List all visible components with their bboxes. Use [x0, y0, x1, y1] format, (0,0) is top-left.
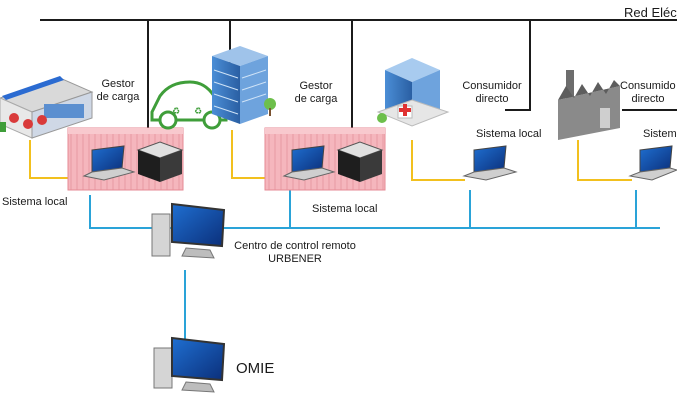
control-center-label-line2: URBENER [268, 253, 322, 265]
gestor1-local-system-label: Sistema local [2, 196, 68, 208]
consumidor1-local-system-label: Sistema local [476, 128, 542, 140]
control-center-computer-icon [151, 202, 226, 259]
omie-label: OMIE [236, 360, 275, 377]
battery-gestor1-icon [136, 141, 184, 182]
laptop-consumidor2-icon [628, 145, 677, 181]
control-center-label: Centro de control remoto URBENER [222, 240, 368, 266]
hospital-icon [376, 58, 450, 127]
gestor2-local-system-label: Sistema local [312, 203, 378, 215]
consumidor2-local-system-label: Sistema local [643, 128, 677, 140]
gestor2-label-line1: Gestor [299, 80, 333, 92]
charging-station-icon [0, 76, 94, 139]
consumidor1-label-line1: Consumidor [462, 80, 522, 92]
gestor2-label-line2: de carga [294, 93, 338, 105]
gestor1-label-line2: de carga [96, 91, 140, 103]
omie-computer-icon [153, 336, 226, 393]
grid-drop-consumidor1 [505, 20, 531, 111]
consumidor1-label-line2: directo [475, 93, 509, 105]
svg-text:♻: ♻ [194, 107, 202, 117]
grid-lines [40, 19, 677, 128]
grid-label: Red Eléctrica [624, 5, 677, 20]
power-link-consumidor1 [411, 140, 465, 181]
data-links [89, 190, 660, 345]
consumidor2-label-line1: Consumidor [620, 80, 676, 92]
electric-car-icon: ♻ ♻ [150, 80, 240, 130]
gestor2-label: Gestor de carga [286, 80, 346, 106]
factory-icon [558, 70, 620, 140]
consumidor1-label: Consumidor directo [454, 80, 530, 106]
laptop-gestor1-icon [82, 145, 136, 181]
consumidor2-label: Consumidor directo [620, 80, 676, 106]
gestor1-label-line1: Gestor [101, 78, 135, 90]
office-building-icon [212, 46, 276, 124]
battery-gestor2-icon [336, 141, 384, 182]
power-link-consumidor2 [577, 140, 632, 181]
laptop-consumidor1-icon [462, 145, 518, 181]
laptop-gestor2-icon [282, 145, 336, 181]
consumidor2-label-line2: directo [631, 93, 665, 105]
svg-text:♻: ♻ [172, 107, 180, 117]
gestor1-label: Gestor de carga [88, 78, 148, 104]
control-center-label-line1: Centro de control remoto [234, 240, 356, 252]
